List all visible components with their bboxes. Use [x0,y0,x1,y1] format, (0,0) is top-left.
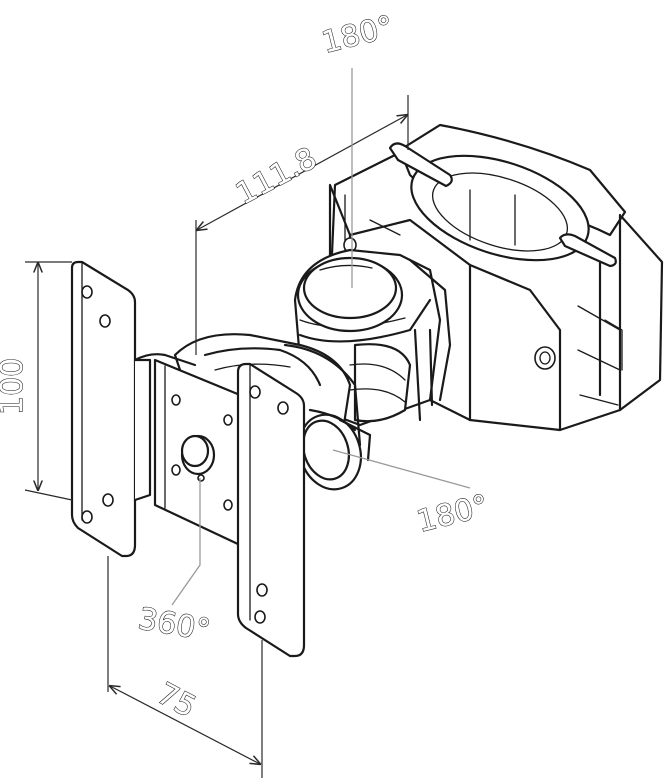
dimension-height [24,261,73,501]
dimension-depth [196,95,408,355]
rotation-side-label: 180° [413,488,492,539]
width-dimension-label: 75 [151,676,201,725]
rotation-plate-leader [171,478,201,606]
rotation-side-leader [332,449,471,489]
vesa-adapter [70,260,306,658]
depth-dimension-label: 111.8 [230,141,322,212]
dimension-width [108,556,262,778]
rotation-plate-label: 360° [136,601,213,648]
rotation-top-label: 180° [318,9,397,60]
height-dimension-label: 100 [0,358,30,415]
